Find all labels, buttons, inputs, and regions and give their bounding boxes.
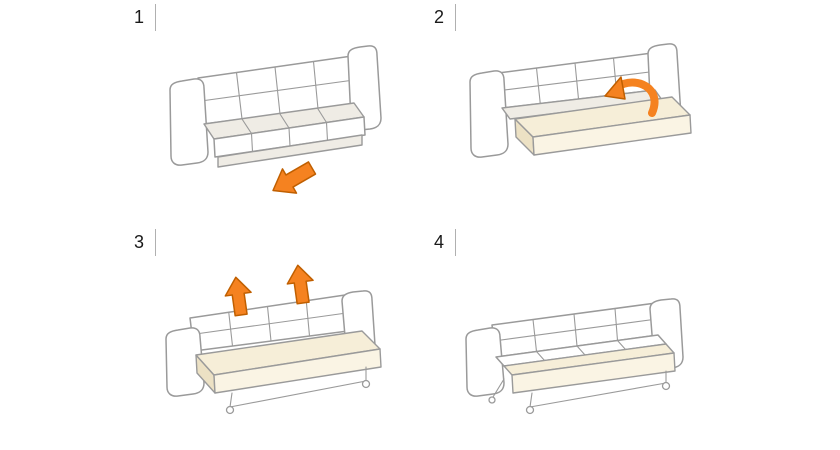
pull-out-drawer <box>514 96 692 156</box>
lift-up-arrow-icon <box>286 264 314 305</box>
left-armrest <box>165 327 205 397</box>
flip-over-arrow-icon <box>604 76 659 117</box>
left-armrest <box>465 327 505 397</box>
step-divider <box>455 4 457 31</box>
step-divider <box>455 229 457 256</box>
step-1-illustration <box>169 45 382 194</box>
caster-legs <box>488 370 671 415</box>
step-header: 1 <box>134 4 157 31</box>
step-4-illustration <box>465 298 684 415</box>
lift-up-arrow-icon <box>224 276 252 317</box>
step-header: 4 <box>434 229 457 256</box>
step-number: 3 <box>134 232 145 252</box>
step-2-illustration <box>469 43 692 158</box>
step-header: 2 <box>434 4 457 31</box>
step-3-illustration <box>165 264 382 415</box>
step-number: 4 <box>434 232 445 252</box>
left-armrest <box>469 70 509 158</box>
step-panel-1: 1 <box>120 0 420 225</box>
steps-grid: 1 <box>120 0 720 450</box>
step-panel-4: 4 <box>420 225 720 450</box>
bed-platform <box>495 334 676 394</box>
step-divider <box>155 229 157 256</box>
bed-platform <box>195 330 382 394</box>
step-panel-2: 2 <box>420 0 720 225</box>
step-number: 2 <box>434 7 445 27</box>
left-armrest <box>169 78 209 166</box>
sofa-base <box>217 134 363 168</box>
seat-cushions <box>203 102 366 158</box>
step-divider <box>155 4 157 31</box>
step-number: 1 <box>134 7 145 27</box>
caster-legs <box>225 366 371 415</box>
step-header: 3 <box>134 229 157 256</box>
step-panel-3: 3 <box>120 225 420 450</box>
pull-out-arrow-icon <box>272 161 317 194</box>
